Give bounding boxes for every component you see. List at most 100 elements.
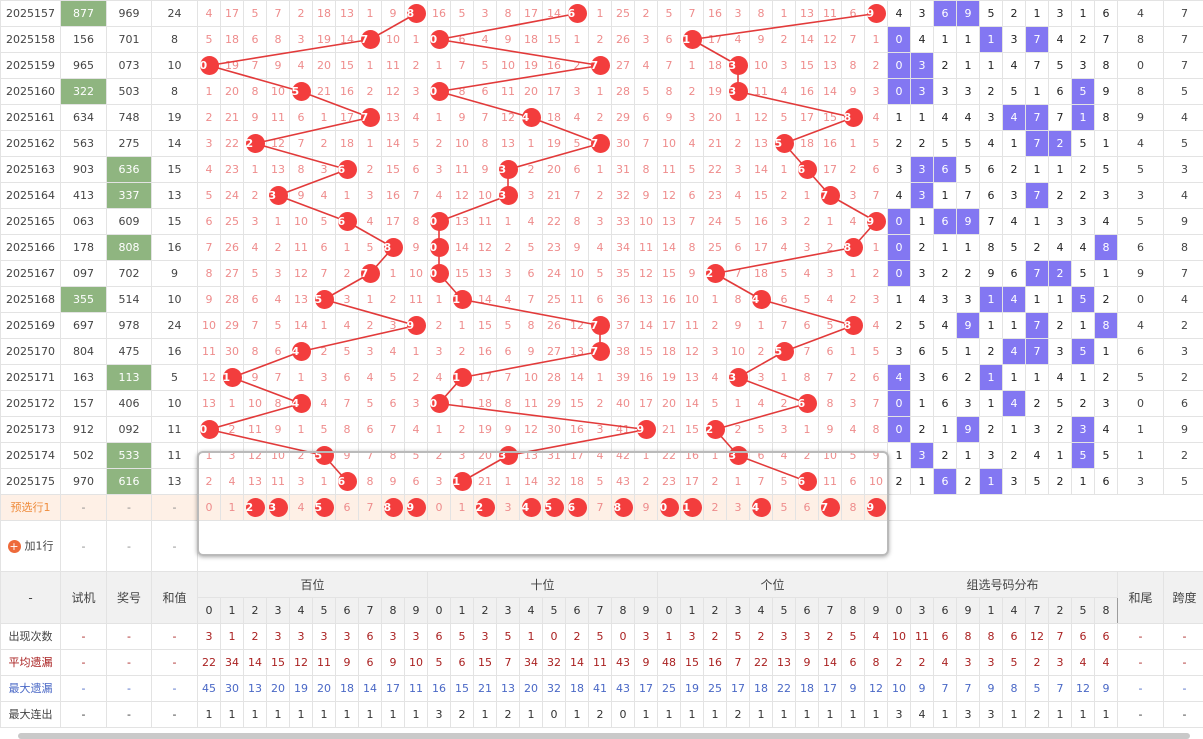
hundred-digit-8-miss: 5 <box>381 364 405 391</box>
stats-value: 3 <box>1048 649 1072 676</box>
horizontal-scrollbar[interactable] <box>18 733 1190 739</box>
hundred-digit-5-miss: 21 <box>312 78 336 105</box>
ten-digit-9-hit: 9 <box>634 416 658 443</box>
unit-digit-7-miss: 17 <box>818 156 842 183</box>
unit-digit-1-miss: 15 <box>680 416 704 443</box>
hundred-digit-9-miss: 1 <box>404 338 428 365</box>
hundred-digit-4-miss: 8 <box>289 156 313 183</box>
ten-digit-8-miss: 39 <box>611 364 635 391</box>
group-cell-2: 3 <box>933 78 957 105</box>
ten-digit-1-miss: 1 <box>450 312 474 339</box>
unit-preselect-5[interactable]: 5 <box>772 494 796 521</box>
hundred-digit-5-miss: 3 <box>312 364 336 391</box>
unit-digit-4-miss: 18 <box>749 260 773 287</box>
stats-value: 2 <box>910 649 934 676</box>
ten-digit-0-miss: 1 <box>427 416 451 443</box>
unit-digit-8-miss: 6 <box>841 0 865 27</box>
group-cell-8: 2 <box>1071 156 1095 183</box>
unit-digit-6-miss: 14 <box>795 26 819 53</box>
stats-value: 1 <box>680 701 704 728</box>
winning-number-cell: 475 <box>106 338 152 365</box>
stats-value: 43 <box>611 675 635 702</box>
unit-preselect-6[interactable]: 6 <box>795 494 819 521</box>
period-cell: 2025163 <box>0 156 61 183</box>
ten-digit-9-miss: 2 <box>634 0 658 27</box>
unit-digit-7-hit: 7 <box>818 182 842 209</box>
unit-digit-9-miss: 5 <box>864 130 888 157</box>
hundred-digit-6-hit: 6 <box>335 156 359 183</box>
group-cell-1: 3 <box>910 0 934 27</box>
ten-preselect-7[interactable]: 7 <box>588 494 612 521</box>
hundred-digit-0-hit: 0 <box>197 416 221 443</box>
digit-header: 4 <box>289 597 313 624</box>
unit-digit-8-miss: 1 <box>841 338 865 365</box>
draw-row: 2025166178808167264211615890141225239434… <box>0 234 1203 261</box>
sum-cell: 8 <box>151 26 198 53</box>
ten-digit-2-miss: 6 <box>473 78 497 105</box>
span-cell: 3 <box>1163 156 1203 183</box>
unit-digit-2-miss: 22 <box>703 156 727 183</box>
ten-digit-9-miss: 8 <box>634 156 658 183</box>
group-cell-6: 2 <box>1025 390 1049 417</box>
hundred-preselect-1[interactable]: 1 <box>220 494 244 521</box>
winning-number-cell: 275 <box>106 130 152 157</box>
span-cell: 2 <box>1163 442 1203 469</box>
group-digit-header: 3 <box>910 597 934 624</box>
stats-value: 8 <box>1002 675 1026 702</box>
sum-tail-cell: 0 <box>1117 286 1164 313</box>
unit-digit-8-miss: 4 <box>841 208 865 235</box>
group-cell-2: 1 <box>933 234 957 261</box>
group-cell-8: 1 <box>1071 312 1095 339</box>
unit-preselect-3[interactable]: 3 <box>726 494 750 521</box>
ten-preselect-1[interactable]: 1 <box>450 494 474 521</box>
group-cell-8: 5 <box>1071 260 1095 287</box>
preselect-dash: - <box>151 494 198 521</box>
ten-digit-7-miss: 5 <box>588 468 612 495</box>
hundred-preselect-7[interactable]: 7 <box>358 494 382 521</box>
unit-digit-9-miss: 7 <box>864 390 888 417</box>
winning-number-cell: 609 <box>106 208 152 235</box>
stats-value: 13 <box>496 675 520 702</box>
preselect-empty <box>887 494 1203 521</box>
hundred-preselect-4[interactable]: 4 <box>289 494 313 521</box>
add-row-button[interactable]: +加1行 <box>0 520 61 572</box>
unit-digit-8-miss: 3 <box>841 182 865 209</box>
unit-digit-5-hit: 5 <box>772 338 796 365</box>
trial-number-cell: 912 <box>60 416 107 443</box>
group-cell-4: 7 <box>979 208 1003 235</box>
stats-value: 5 <box>841 623 865 650</box>
ten-digit-6-miss: 6 <box>565 156 589 183</box>
add-row-label[interactable]: 加1行 <box>24 539 54 552</box>
hundred-digit-3-miss: 8 <box>266 390 290 417</box>
unit-digit-1-miss: 12 <box>680 338 704 365</box>
plus-circle-icon[interactable]: + <box>7 539 21 553</box>
unit-digit-3-miss: 3 <box>726 0 750 27</box>
group-cell-9: 8 <box>1094 104 1118 131</box>
ten-digit-9-miss: 5 <box>634 78 658 105</box>
period-cell: 2025164 <box>0 182 61 209</box>
digit-header: 8 <box>381 597 405 624</box>
group-cell-5: 5 <box>1002 234 1026 261</box>
unit-digit-7-miss: 11 <box>818 0 842 27</box>
hundred-digit-3-miss: 12 <box>266 130 290 157</box>
stats-dash: - <box>1163 623 1203 650</box>
group-cell-1: 3 <box>910 78 934 105</box>
unit-digit-4-miss: 8 <box>749 0 773 27</box>
hundred-digit-6-miss: 13 <box>335 0 359 27</box>
group-cell-7: 4 <box>1048 26 1072 53</box>
hundred-digit-8-miss: 1 <box>381 260 405 287</box>
stats-label: 最大遗漏 <box>0 675 61 702</box>
hundred-digit-6-miss: 1 <box>335 182 359 209</box>
group-cell-0: 4 <box>887 364 911 391</box>
hundred-digit-9-miss: 2 <box>404 364 428 391</box>
hundred-digit-4-miss: 4 <box>289 52 313 79</box>
ten-digit-2-miss: 9 <box>473 156 497 183</box>
trial-number-cell: 804 <box>60 338 107 365</box>
ten-preselect-3[interactable]: 3 <box>496 494 520 521</box>
hundred-digit-6-miss: 14 <box>335 26 359 53</box>
group-cell-4: 1 <box>979 26 1003 53</box>
ten-digit-4-miss: 8 <box>519 312 543 339</box>
stats-value: 1 <box>795 701 819 728</box>
ten-digit-0-hit: 0 <box>427 260 451 287</box>
